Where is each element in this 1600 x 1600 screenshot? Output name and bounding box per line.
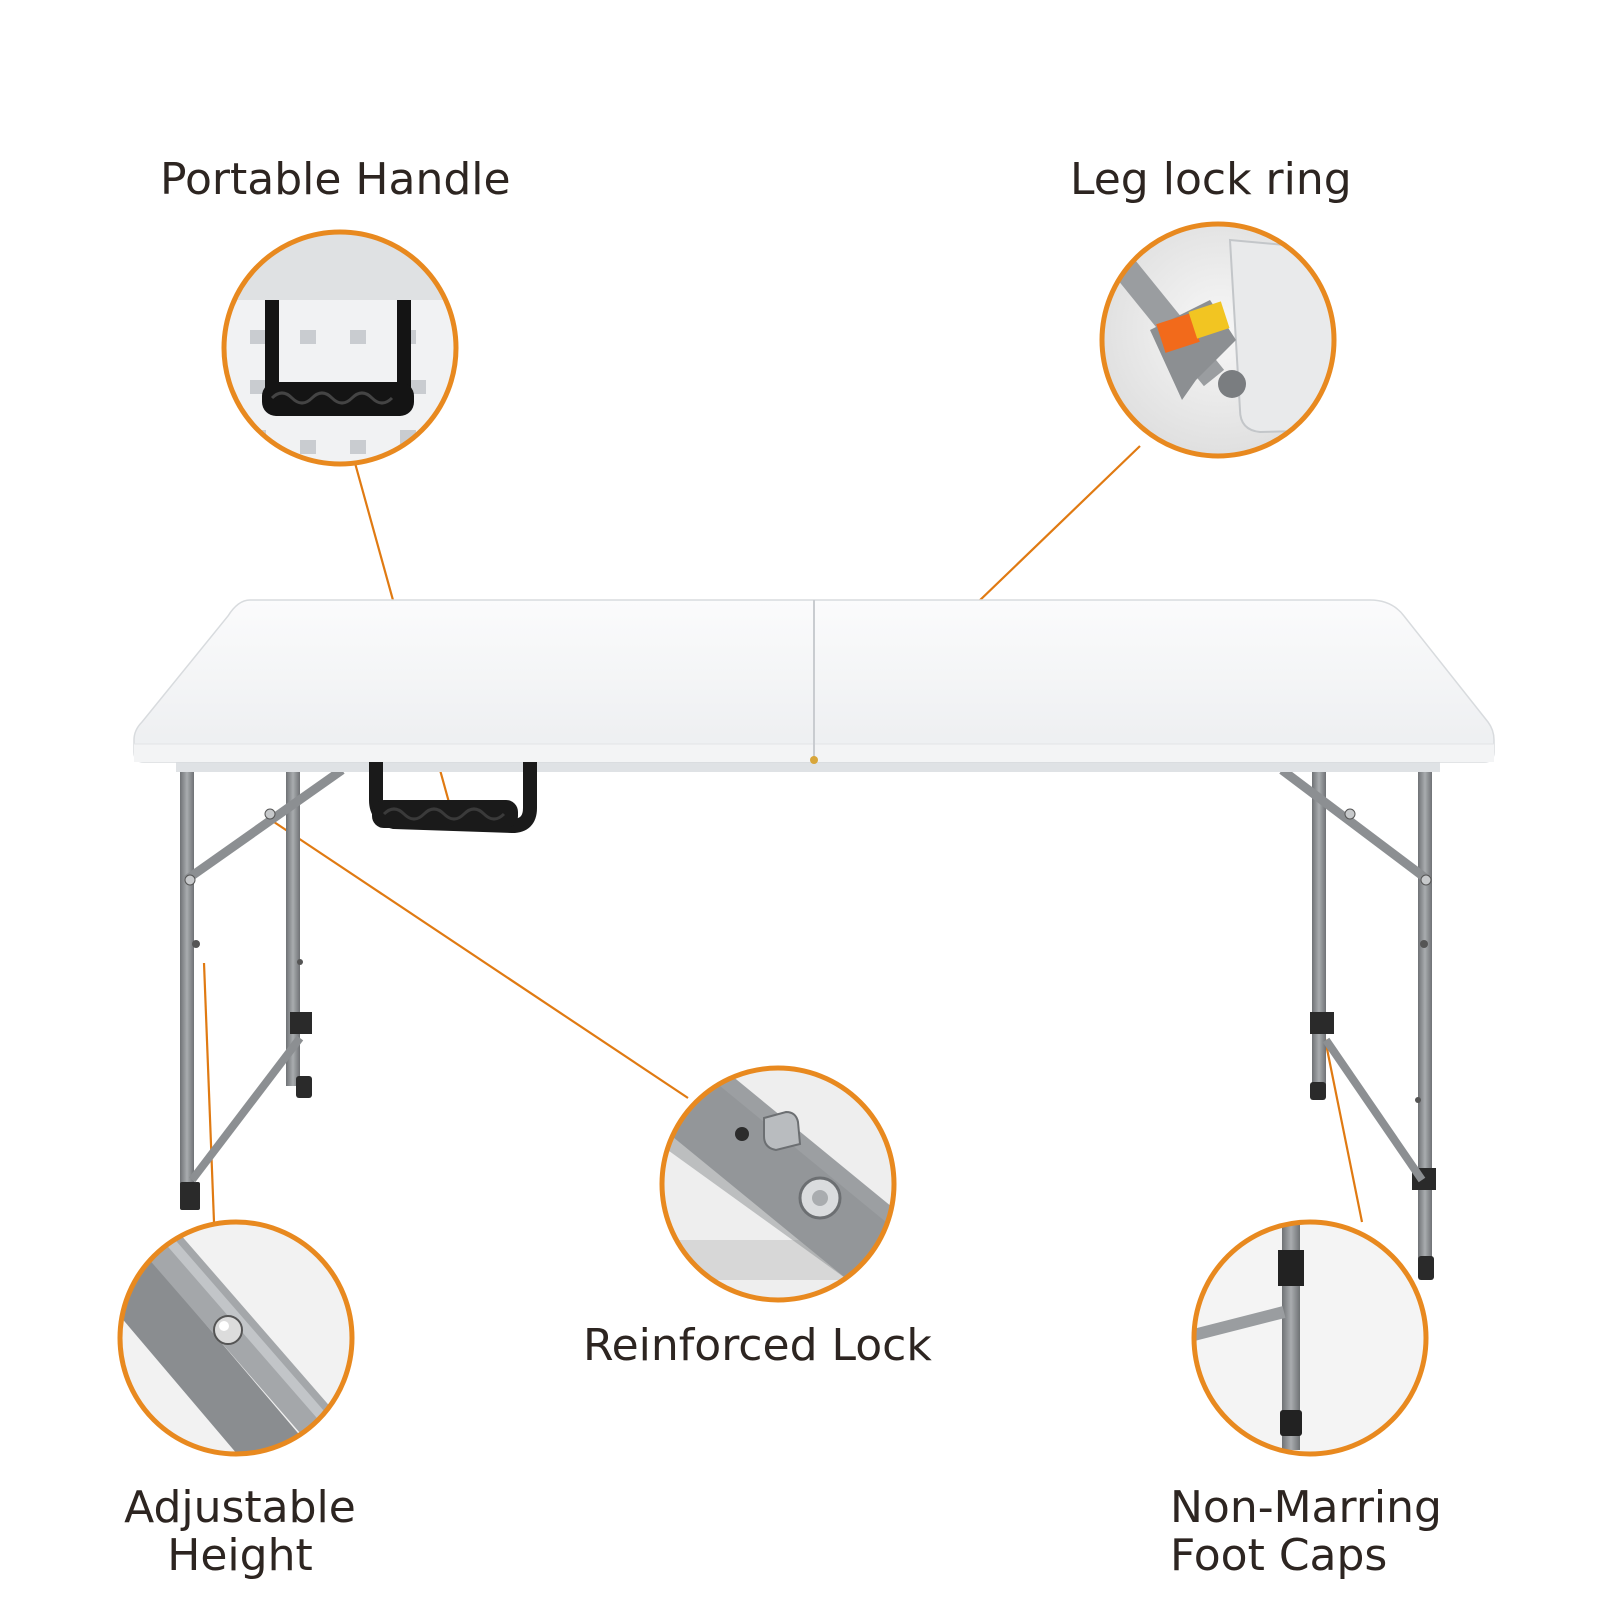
table-handle bbox=[369, 762, 537, 833]
reinforced-lock-label: Reinforced Lock bbox=[583, 1320, 932, 1371]
foot-cap-closeup-icon bbox=[1191, 1219, 1429, 1457]
hinge-rivet-closeup-icon bbox=[659, 1065, 897, 1303]
table-legs bbox=[180, 766, 1436, 1280]
portable-handle-label: Portable Handle bbox=[160, 154, 511, 205]
non-marring-foot-caps-label: Non-Marring Foot Caps bbox=[1170, 1484, 1442, 1580]
table bbox=[133, 599, 1495, 1280]
leader-line-reinforced bbox=[273, 821, 689, 1099]
adjustable-height-line-1: Adjustable bbox=[124, 1482, 356, 1533]
adjustable-height-label: Adjustable Height bbox=[120, 1484, 360, 1580]
leg-lock-ring-label: Leg lock ring bbox=[1070, 154, 1352, 205]
leg-lock-closeup-icon bbox=[1099, 221, 1337, 459]
non-marring-line-1: Non-Marring bbox=[1170, 1482, 1442, 1533]
adjustable-height-line-2: Height bbox=[167, 1530, 313, 1581]
leader-line-adjustable bbox=[202, 962, 216, 1223]
leg-pin-closeup-icon bbox=[117, 1219, 355, 1457]
non-marring-line-2: Foot Caps bbox=[1170, 1530, 1388, 1581]
leader-line-foot bbox=[1320, 1023, 1364, 1223]
handle-closeup-icon bbox=[221, 229, 459, 467]
